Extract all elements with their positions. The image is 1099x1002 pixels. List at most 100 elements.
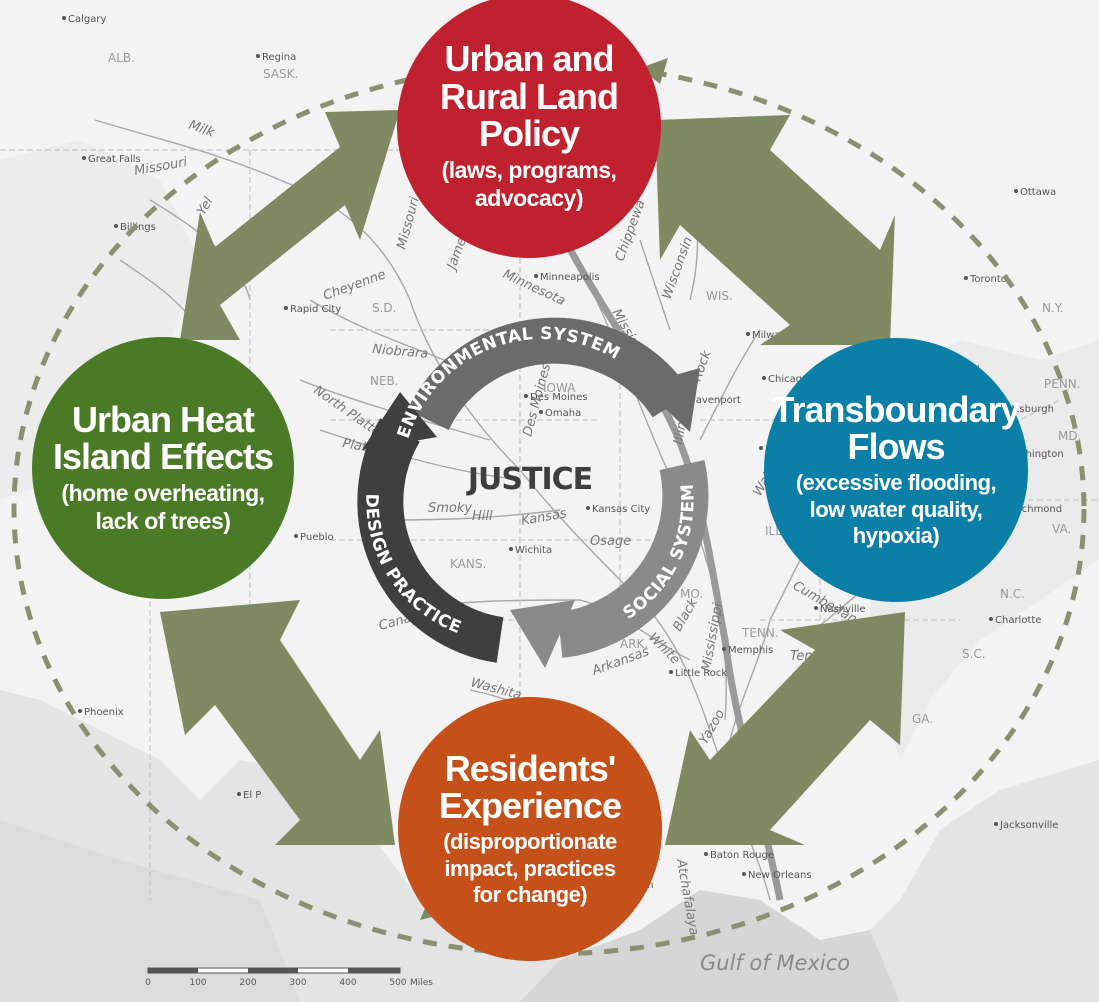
river-line [319,429,521,481]
city-label: Little Rock [675,668,727,679]
node-urban-rural-land-policy: Urban and Rural Land Policy (laws, progr… [397,0,661,258]
city-dot [78,709,82,713]
city-label: Omaha [545,408,581,419]
city-label: Wichita [515,545,552,556]
state-label: MO. [680,587,703,601]
city-label: Pittsburgh [1003,404,1054,415]
city-label: Rapid City [290,304,341,315]
node-title: Residents' [444,747,617,789]
node-subtitle: low water quality, [809,496,983,522]
state-label: PENN. [1044,377,1081,391]
state-label: N.C. [1000,587,1025,601]
design-practices-segment [357,418,504,663]
scale-tick-label: 300 [289,978,306,988]
node-subtitle: advocacy) [474,184,584,211]
node-title: Island Effects [52,436,274,478]
state-label: NEB. [370,374,399,388]
arrow-policy-heat [180,110,400,340]
city-dot [742,872,746,876]
scale-unit-label: Miles [410,978,433,988]
scale-bar-segment [348,968,400,973]
city-label: El P [243,790,261,801]
state-label: VA. [1052,522,1071,536]
city-dot [534,274,538,278]
state-label: SASK. [263,67,298,81]
node-subtitle: (disproportionate [443,829,617,855]
scale-bar-segment [148,968,198,973]
state-label: N.Y. [1042,301,1064,315]
state-label: KANS. [450,557,486,571]
river-label: Hill [472,509,493,524]
city-label: Memphis [728,645,773,656]
env-system-arrowhead [640,368,700,432]
city-label: Calgary [68,14,106,25]
scale-bar: 0 100 200 300 400 500 Miles [145,967,433,988]
scale-tick-label: 0 [145,978,151,988]
city-dot [989,617,993,621]
city-label: Jacksonville [999,820,1058,831]
gulf-of-mexico-label: Gulf of Mexico [700,951,850,975]
scale-bar-segment [248,968,298,973]
arrow-heat-residents [160,600,395,845]
node-title: Urban and [444,37,614,79]
city-dot [722,647,726,651]
city-label: Charlotte [995,615,1041,626]
city-label: Pueblo [300,532,334,543]
city-label: Great Falls [88,154,141,165]
state-label: ALB. [108,51,135,65]
city-label: Baton Rouge [710,850,774,861]
city-dot [759,446,763,450]
city-label: Washington [1005,449,1064,460]
node-subtitle: impact, practices [444,855,616,881]
node-title: Urban Heat [71,398,255,440]
state-label: ARK. [620,637,648,651]
state-label: MD. [1058,429,1081,443]
state-label: GA. [912,712,933,726]
node-subtitle: lack of trees) [95,507,231,534]
scale-ticks: 0 100 200 300 400 500 Miles [145,978,433,988]
state-label: TENN. [741,626,779,640]
city-dot [704,852,708,856]
arrow-flows-residents [665,612,905,845]
social-system-segment [557,459,709,658]
city-dot [586,506,590,510]
env-system-segment [407,317,692,431]
city-dot [762,376,766,380]
city-label: Richmond [1012,504,1062,515]
river-label: Smoky [428,501,472,516]
justice-label: JUSTICE [467,462,593,497]
node-subtitle: for change) [472,881,588,907]
city-dot [509,547,513,551]
river-line [639,239,671,331]
scale-tick-label: 200 [239,978,256,988]
city-dot [284,306,288,310]
scale-tick-label: 400 [339,978,356,988]
city-dot [746,332,750,336]
dashed-outer-ring [11,61,1087,957]
arrow-policy-flows [655,115,895,345]
river-line [299,379,491,441]
node-residents-experience: Residents' Experience (disproportionate … [398,697,662,961]
river-label: Niobrara [372,342,429,362]
state-label: IOWA [543,381,576,395]
scale-tick-label: 500 [389,978,406,988]
city-dot [237,792,241,796]
design-practices-arrowhead [362,392,437,450]
city-label: Toronto [969,274,1007,285]
scale-tick-label: 100 [189,978,206,988]
node-transboundary-flows: Transboundary Flows (excessive flooding,… [764,338,1028,602]
state-label: S.D. [372,301,397,315]
city-label: Des Moines [530,392,587,403]
river-label: Osage [590,534,631,549]
city-dot [669,670,673,674]
city-dot [294,534,298,538]
city-dot [994,822,998,826]
cycle-label-environmental: ENVIRONMENTAL SYSTEM [394,324,624,441]
river-line [149,199,251,301]
node-title: Transboundary [772,388,1020,430]
city-dot [964,276,968,280]
node-title: Flows [847,426,945,468]
city-dot [256,54,260,58]
